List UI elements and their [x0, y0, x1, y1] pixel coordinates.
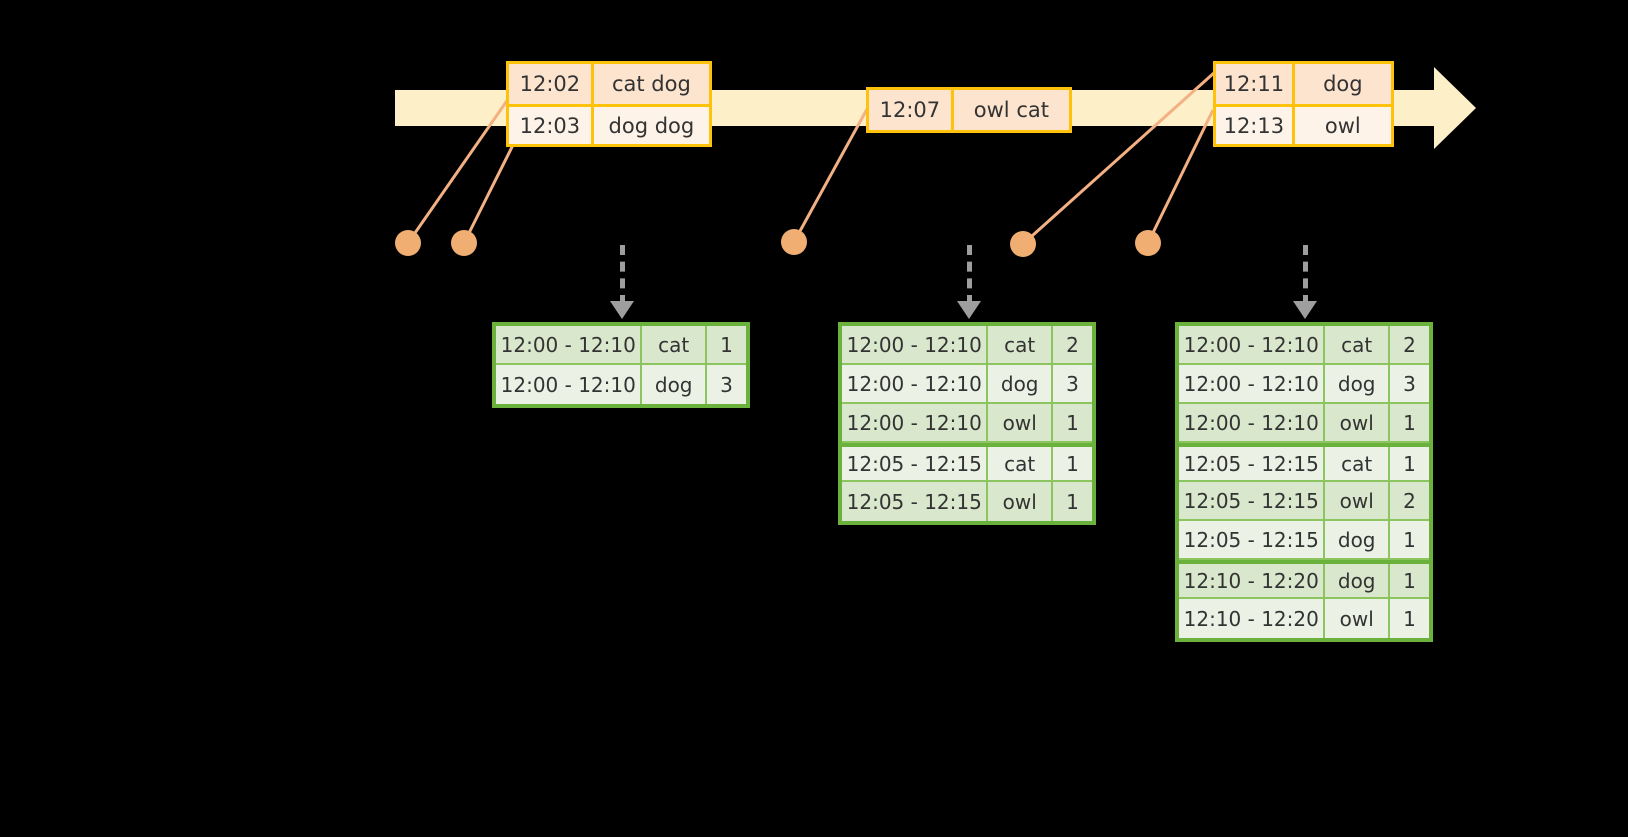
word-cell: dog	[642, 365, 707, 404]
word-cell: dog	[1325, 365, 1390, 404]
window-cell: 12:00 - 12:10	[842, 365, 989, 404]
count-cell: 1	[1389, 599, 1429, 638]
window-cell: 12:10 - 12:20	[1179, 599, 1326, 638]
count-cell: 1	[1389, 521, 1429, 560]
event-time: 12:02	[509, 64, 594, 104]
window-cell: 12:10 - 12:20	[1179, 564, 1326, 599]
timeline-arrow-stem	[1400, 90, 1440, 126]
connector-line-5	[1146, 109, 1215, 244]
word-cell: owl	[988, 404, 1053, 443]
count-cell: 2	[1052, 326, 1092, 365]
arrow-shaft	[967, 245, 972, 305]
count-cell: 1	[1389, 564, 1429, 599]
word-cell: owl	[988, 482, 1053, 521]
event-box-2: 12:07 owl cat	[866, 87, 1072, 133]
word-cell: dog	[1325, 564, 1390, 599]
window-cell: 12:00 - 12:10	[1179, 365, 1326, 404]
event-time: 12:11	[1216, 64, 1295, 104]
count-cell: 1	[1389, 404, 1429, 443]
event-time: 12:03	[509, 107, 594, 144]
count-cell: 1	[1052, 482, 1092, 521]
count-cell: 1	[1052, 404, 1092, 443]
word-cell: owl	[1325, 404, 1390, 443]
trigger-dot-2	[451, 230, 477, 256]
count-cell: 3	[1389, 365, 1429, 404]
event-words: owl	[1294, 107, 1391, 144]
count-cell: 1	[706, 326, 746, 365]
trigger-dot-5	[1135, 230, 1161, 256]
event-words: dog	[1294, 64, 1391, 104]
event-row: 12:03 dog dog	[509, 104, 709, 144]
word-cell: owl	[1325, 482, 1390, 521]
window-cell: 12:05 - 12:15	[842, 447, 989, 482]
count-cell: 1	[1389, 447, 1429, 482]
window-cell: 12:05 - 12:15	[1179, 482, 1326, 521]
word-cell: cat	[1325, 447, 1390, 482]
count-cell: 3	[1052, 365, 1092, 404]
event-row: 12:02 cat dog	[509, 64, 709, 104]
count-cell: 1	[1052, 447, 1092, 482]
event-row: 12:11 dog	[1216, 64, 1391, 104]
event-time: 12:13	[1216, 107, 1295, 144]
word-cell: dog	[1325, 521, 1390, 560]
word-cell: dog	[988, 365, 1053, 404]
window-cell: 12:00 - 12:10	[496, 326, 643, 365]
window-cell: 12:00 - 12:10	[1179, 326, 1326, 365]
arrow-head	[610, 301, 634, 319]
count-cell: 2	[1389, 326, 1429, 365]
trigger-dot-3	[781, 229, 807, 255]
word-cell: cat	[988, 447, 1053, 482]
arrow-head	[1293, 301, 1317, 319]
event-time: 12:07	[869, 90, 954, 130]
count-cell: 3	[706, 365, 746, 404]
count-cell: 2	[1389, 482, 1429, 521]
event-row: 12:13 owl	[1216, 104, 1391, 144]
word-cell: cat	[642, 326, 707, 365]
event-words: cat dog	[593, 64, 709, 104]
trigger-dot-1	[395, 230, 421, 256]
window-cell: 12:00 - 12:10	[496, 365, 643, 404]
event-words: owl cat	[953, 90, 1069, 130]
window-cell: 12:00 - 12:10	[842, 404, 989, 443]
arrow-head	[957, 301, 981, 319]
window-cell: 12:05 - 12:15	[1179, 447, 1326, 482]
timeline-right-arrow-icon	[1434, 67, 1476, 149]
word-cell: cat	[988, 326, 1053, 365]
arrow-shaft	[620, 245, 625, 305]
word-cell: cat	[1325, 326, 1390, 365]
trigger-dot-4	[1010, 231, 1036, 257]
window-cell: 12:00 - 12:10	[842, 326, 989, 365]
event-box-3: 12:11 dog 12:13 owl	[1213, 61, 1394, 147]
window-cell: 12:00 - 12:10	[1179, 404, 1326, 443]
event-row: 12:07 owl cat	[869, 90, 1069, 130]
window-cell: 12:05 - 12:15	[842, 482, 989, 521]
arrow-shaft	[1303, 245, 1308, 305]
event-box-1: 12:02 cat dog 12:03 dog dog	[506, 61, 712, 147]
window-cell: 12:05 - 12:15	[1179, 521, 1326, 560]
word-cell: owl	[1325, 599, 1390, 638]
event-words: dog dog	[593, 107, 709, 144]
